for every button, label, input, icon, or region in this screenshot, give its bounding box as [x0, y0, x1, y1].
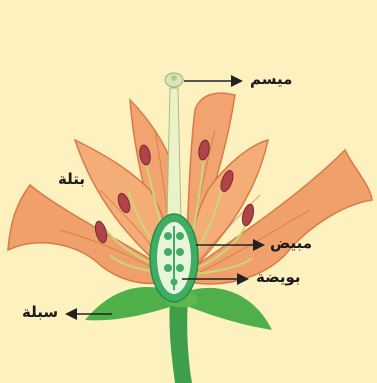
ovule-label: بويضة [256, 270, 301, 285]
style [167, 88, 181, 220]
ovule [164, 248, 172, 256]
ovule [176, 264, 184, 272]
anther [240, 203, 255, 227]
ovule [176, 248, 184, 256]
stigma-tip [171, 75, 177, 81]
stem [169, 300, 192, 383]
ovary-label: مبيض [270, 236, 312, 251]
sepal-label: سبلة [22, 305, 58, 320]
stigma-label: ميسم [250, 72, 292, 87]
ovule [164, 264, 172, 272]
ovule [176, 232, 184, 240]
sepal-right [184, 288, 272, 330]
ovule [164, 232, 172, 240]
petal-label: بتلة [58, 172, 85, 187]
